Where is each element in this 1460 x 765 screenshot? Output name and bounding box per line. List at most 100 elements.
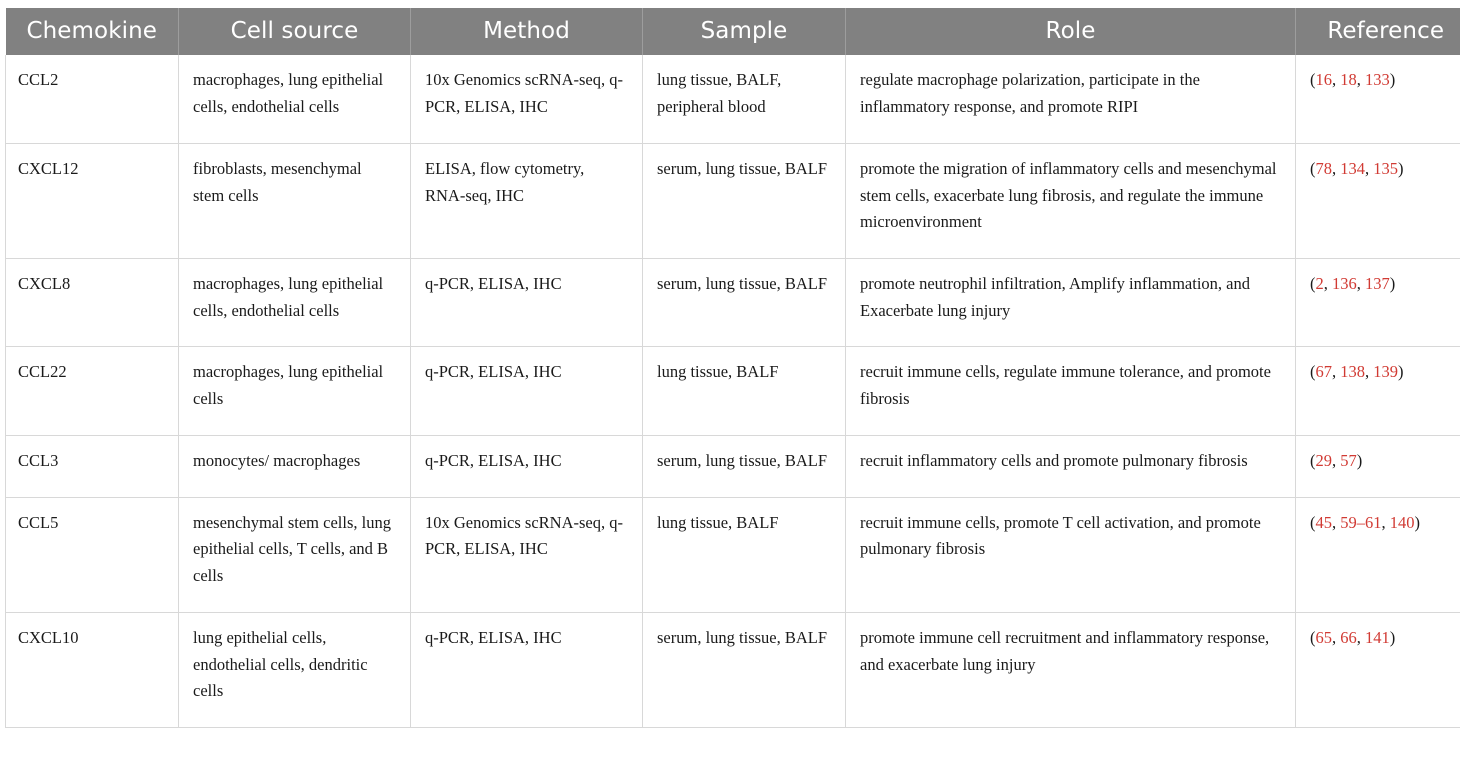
- cell-text: q-PCR, ELISA, IHC: [425, 627, 562, 647]
- reference-number[interactable]: 29: [1315, 450, 1333, 470]
- table-row: CXCL10 lung epithelial cells, endothelial…: [5, 612, 1460, 728]
- cell-text: lung tissue, BALF: [657, 512, 779, 532]
- reference-list: (67, 138, 139): [1310, 362, 1404, 382]
- cell-text: CCL22: [18, 362, 67, 382]
- cell-method: q-PCR, ELISA, IHC: [410, 435, 643, 498]
- cell-text: lung tissue, BALF: [657, 362, 779, 382]
- cell-chemokine: CCL3: [5, 435, 179, 498]
- column-header-reference: Reference: [1327, 18, 1445, 44]
- table-row: CXCL8 macrophages, lung epithelial cells,…: [5, 258, 1460, 348]
- cell-cell_source: macrophages, lung epithelial cells: [178, 346, 411, 436]
- reference-number[interactable]: 141: [1365, 627, 1390, 647]
- cell-text: serum, lung tissue, BALF: [657, 627, 828, 647]
- cell-text: recruit immune cells, regulate immune to…: [860, 362, 1271, 409]
- cell-chemokine: CCL5: [5, 497, 179, 613]
- reference-list: (78, 134, 135): [1310, 158, 1404, 178]
- column-header-cell-source: Cell source: [178, 8, 411, 56]
- reference-list: (2, 136, 137): [1310, 274, 1396, 294]
- cell-role: recruit immune cells, regulate immune to…: [845, 346, 1296, 436]
- cell-text: promote the migration of inflammatory ce…: [860, 158, 1277, 232]
- cell-text: ELISA, flow cytometry, RNA-seq, IHC: [425, 158, 585, 205]
- cell-sample: serum, lung tissue, BALF: [642, 258, 846, 348]
- cell-cell_source: mesenchymal stem cells, lung epithelial …: [178, 497, 411, 613]
- cell-role: promote immune cell recruitment and infl…: [845, 612, 1296, 728]
- cell-text: regulate macrophage polarization, partic…: [860, 70, 1200, 117]
- cell-reference: (29, 57): [1295, 435, 1460, 498]
- reference-number[interactable]: 45: [1315, 512, 1333, 532]
- cell-text: serum, lung tissue, BALF: [657, 158, 828, 178]
- reference-number[interactable]: 67: [1315, 362, 1333, 382]
- cell-text: serum, lung tissue, BALF: [657, 274, 828, 294]
- cell-chemokine: CCL2: [5, 55, 179, 144]
- cell-text: monocytes/ macrophages: [193, 450, 361, 470]
- cell-text: recruit immune cells, promote T cell act…: [860, 512, 1261, 559]
- reference-number[interactable]: 140: [1389, 512, 1415, 532]
- cell-method: q-PCR, ELISA, IHC: [410, 258, 643, 348]
- cell-sample: serum, lung tissue, BALF: [642, 612, 846, 728]
- reference-number[interactable]: 65: [1315, 627, 1333, 647]
- cell-text: CXCL12: [18, 158, 79, 178]
- cell-text: serum, lung tissue, BALF: [657, 450, 828, 470]
- cell-role: regulate macrophage polarization, partic…: [845, 55, 1296, 144]
- reference-number[interactable]: 133: [1365, 70, 1390, 90]
- cell-cell_source: lung epithelial cells, endothelial cells…: [178, 612, 411, 728]
- reference-number[interactable]: 136: [1332, 274, 1357, 294]
- reference-number[interactable]: 2: [1315, 274, 1324, 294]
- cell-text: CCL3: [18, 450, 59, 470]
- chemokine-table: Chemokine Cell source Method Sample Role…: [5, 8, 1460, 728]
- cell-text: 10x Genomics scRNA-seq, q-PCR, ELISA, IH…: [425, 70, 623, 117]
- cell-cell_source: macrophages, lung epithelial cells, endo…: [178, 258, 411, 348]
- cell-text: macrophages, lung epithelial cells, endo…: [193, 274, 384, 320]
- cell-cell_source: monocytes/ macrophages: [178, 435, 411, 498]
- cell-text: recruit inflammatory cells and promote p…: [860, 450, 1248, 470]
- cell-reference: (67, 138, 139): [1295, 346, 1460, 436]
- reference-number[interactable]: 139: [1373, 362, 1398, 382]
- cell-text: lung tissue, BALF, peripheral blood: [657, 70, 782, 117]
- cell-text: q-PCR, ELISA, IHC: [425, 450, 562, 470]
- table-row: CCL2 macrophages, lung epithelial cells, …: [5, 55, 1460, 144]
- cell-method: q-PCR, ELISA, IHC: [410, 346, 643, 436]
- cell-text: CCL2: [18, 70, 59, 90]
- column-header-chemokine: Chemokine: [5, 8, 179, 56]
- cell-text: fibroblasts, mesenchymal stem cells: [193, 158, 362, 205]
- cell-sample: lung tissue, BALF, peripheral blood: [642, 55, 846, 144]
- cell-reference: (45, 59–61, 140): [1295, 497, 1460, 613]
- reference-number[interactable]: 57: [1340, 450, 1357, 470]
- reference-number[interactable]: 134: [1340, 158, 1365, 178]
- cell-reference: (65, 66, 141): [1295, 612, 1460, 728]
- cell-text: CXCL10: [18, 627, 79, 647]
- cell-role: promote neutrophil infiltration, Amplify…: [845, 258, 1296, 348]
- column-header-method: Method: [410, 8, 643, 56]
- reference-number[interactable]: 16: [1315, 70, 1333, 90]
- cell-sample: serum, lung tissue, BALF: [642, 435, 846, 498]
- table-header: Chemokine Cell source Method Sample Role…: [5, 8, 1460, 56]
- cell-method: 10x Genomics scRNA-seq, q-PCR, ELISA, IH…: [410, 55, 643, 144]
- cell-cell_source: macrophages, lung epithelial cells, endo…: [178, 55, 411, 144]
- cell-text: promote immune cell recruitment and infl…: [860, 627, 1270, 674]
- cell-text: mesenchymal stem cells, lung epithelial …: [193, 512, 391, 586]
- reference-number[interactable]: 138: [1340, 362, 1365, 382]
- column-header-sample: Sample: [642, 8, 846, 56]
- reference-list: (65, 66, 141): [1310, 627, 1396, 647]
- cell-role: promote the migration of inflammatory ce…: [845, 143, 1296, 260]
- cell-role: recruit inflammatory cells and promote p…: [845, 435, 1296, 498]
- reference-number[interactable]: 66: [1340, 627, 1357, 647]
- cell-text: 10x Genomics scRNA-seq, q-PCR, ELISA, IH…: [425, 512, 623, 559]
- reference-number[interactable]: 137: [1365, 274, 1390, 294]
- cell-reference: (16, 18, 133): [1295, 55, 1460, 144]
- cell-sample: lung tissue, BALF: [642, 497, 846, 613]
- cell-text: CXCL8: [18, 274, 71, 294]
- cell-method: 10x Genomics scRNA-seq, q-PCR, ELISA, IH…: [410, 497, 643, 613]
- reference-number[interactable]: 59–61: [1340, 512, 1382, 532]
- cell-text: promote neutrophil infiltration, Amplify…: [860, 274, 1250, 320]
- cell-reference: (2, 136, 137): [1295, 258, 1460, 348]
- reference-number[interactable]: 135: [1373, 158, 1398, 178]
- reference-number[interactable]: 18: [1340, 70, 1357, 90]
- reference-number[interactable]: 78: [1315, 158, 1333, 178]
- cell-reference: (78, 134, 135): [1295, 143, 1460, 260]
- cell-method: ELISA, flow cytometry, RNA-seq, IHC: [410, 143, 643, 260]
- table-container: Chemokine Cell source Method Sample Role…: [5, 8, 1460, 728]
- table-row: CXCL12 fibroblasts, mesenchymal stem cell…: [5, 143, 1460, 260]
